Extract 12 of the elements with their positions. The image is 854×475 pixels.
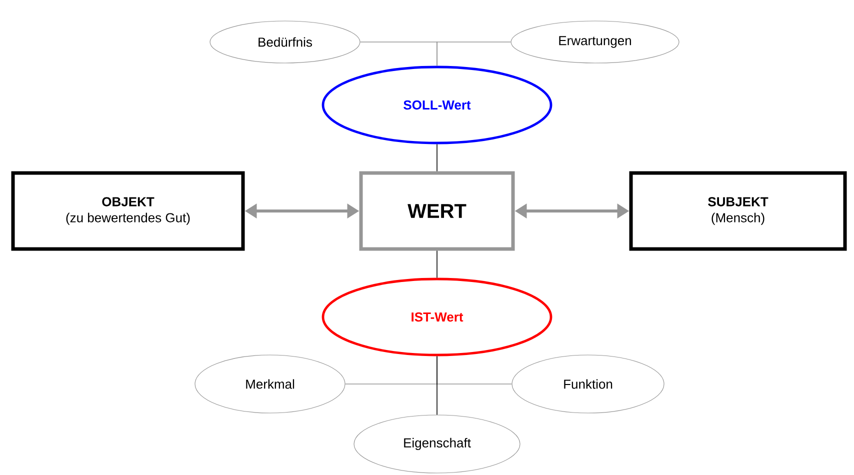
value-box: WERT bbox=[359, 171, 515, 251]
ellipse-node: Bedürfnis bbox=[210, 20, 360, 64]
connector bbox=[436, 356, 438, 416]
ellipse-node: Merkmal bbox=[194, 354, 346, 414]
entity-box: SUBJEKT (Mensch) bbox=[629, 171, 847, 251]
ellipse-node: Funktion bbox=[512, 354, 664, 414]
connector bbox=[436, 42, 512, 66]
connector bbox=[436, 250, 438, 278]
connector bbox=[436, 144, 438, 172]
ellipse-node: Erwartungen bbox=[510, 20, 680, 64]
ellipse-node: Eigenschaft bbox=[354, 414, 520, 474]
entity-box: OBJEKT (zu bewertendes Gut) bbox=[11, 171, 245, 251]
